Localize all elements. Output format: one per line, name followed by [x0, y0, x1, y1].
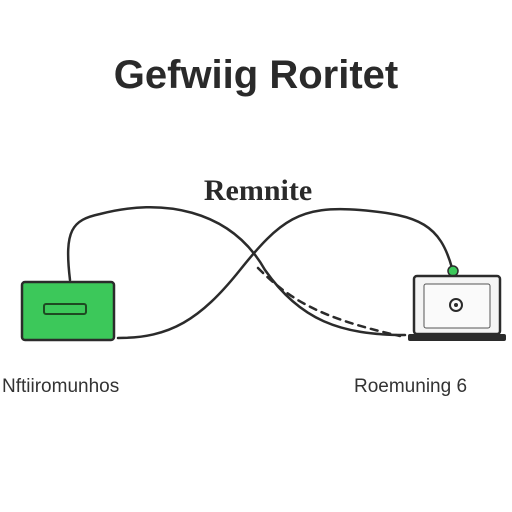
solid-link-left-to-right	[66, 205, 407, 337]
dashed-link	[256, 266, 402, 338]
green-device-icon	[20, 280, 116, 342]
solid-link-right-loop	[116, 207, 454, 340]
diagram-title: Gefwiig Roritet	[114, 53, 398, 97]
laptop-icon	[408, 265, 506, 341]
right-device-label: Roemuning 6	[354, 376, 467, 397]
status-indicator-icon	[447, 265, 459, 277]
left-device-label: Nftiiromunhos	[2, 376, 119, 397]
center-label: Remnite	[204, 174, 312, 207]
